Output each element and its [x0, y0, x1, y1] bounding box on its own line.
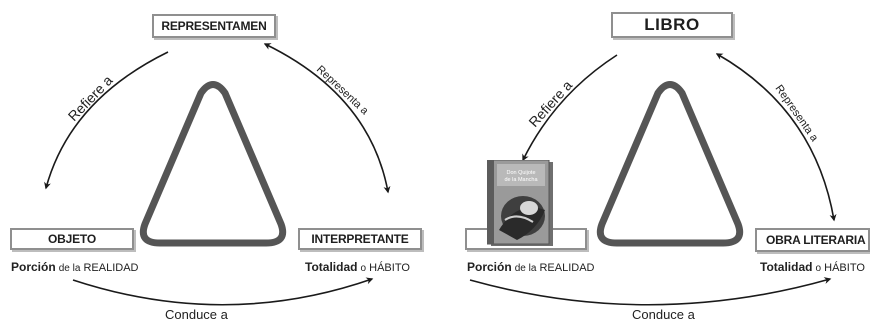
right-libro-box: LIBRO	[611, 12, 733, 38]
left-object-caption: Porción de la REALIDAD	[11, 260, 139, 274]
caption-rest: HÁBITO	[824, 262, 865, 274]
caption-bold: Porción	[11, 260, 56, 274]
right-obra-literaria-box: OBRA LITERARIA	[755, 228, 870, 252]
right-conduce-arrow	[469, 277, 832, 306]
svg-text:de la Mancha: de la Mancha	[504, 177, 538, 183]
left-conduce-arrow	[72, 277, 374, 306]
caption-bold: Porción	[467, 260, 512, 274]
left-triangle	[139, 81, 287, 247]
caption-bold: Totalidad	[305, 260, 358, 274]
caption-rest: REALIDAD	[83, 262, 139, 274]
right-triangle	[596, 81, 744, 247]
right-representa-label: Representa a	[773, 83, 821, 145]
caption-rest: HÁBITO	[369, 262, 410, 274]
right-refiere-arrow	[522, 54, 618, 162]
left-interpretante-box: INTERPRETANTE	[298, 228, 422, 250]
left-interpretant-caption: Totalidad o HÁBITO	[305, 260, 410, 274]
caption-bold: Totalidad	[760, 260, 813, 274]
left-refiere-arrow	[44, 51, 169, 190]
left-objeto-box: OBJETO	[10, 228, 134, 250]
left-representa-arrow	[263, 43, 391, 194]
caption-connector: de la	[514, 263, 537, 274]
caption-rest: REALIDAD	[539, 262, 595, 274]
left-representa-label: Representa a	[314, 63, 371, 117]
caption-connector: o	[815, 263, 822, 274]
right-interpretant-caption: Totalidad o HÁBITO	[760, 260, 865, 274]
right-representa-arrow	[715, 53, 837, 222]
book-cover-image: Don Quijote de la Mancha	[487, 160, 553, 246]
caption-connector: o	[360, 263, 367, 274]
left-representamen-box: REPRESENTAMEN	[152, 14, 276, 38]
left-conduce-label: Conduce a	[165, 307, 229, 322]
right-object-caption: Porción de la REALIDAD	[467, 260, 595, 274]
right-refiere-label: Refiere a	[525, 77, 575, 130]
svg-text:Don Quijote: Don Quijote	[506, 170, 535, 176]
left-refiere-label: Refiere a	[65, 72, 116, 124]
caption-connector: de la	[58, 263, 81, 274]
right-conduce-label: Conduce a	[632, 307, 696, 322]
